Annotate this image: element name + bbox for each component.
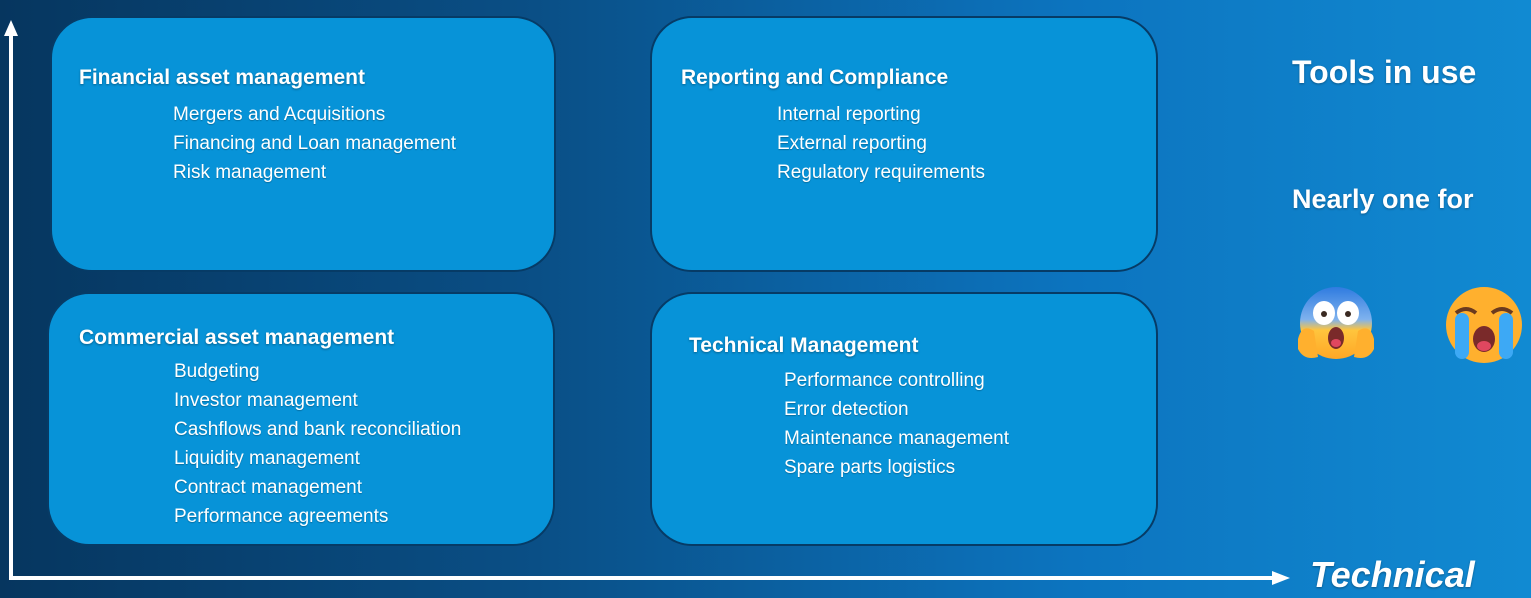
list-item: Performance agreements xyxy=(174,506,389,527)
list-item: External reporting xyxy=(777,133,927,154)
box-title: Financial asset management xyxy=(79,66,365,89)
box-items: Budgeting Investor management Cashflows … xyxy=(174,357,461,531)
list-item: Mergers and Acquisitions xyxy=(173,104,386,125)
list-item: Investor management xyxy=(174,390,358,411)
box-technical-management: Technical Management Performance control… xyxy=(650,292,1158,546)
y-axis-arrowhead-icon xyxy=(4,20,18,36)
x-axis-arrowhead-icon xyxy=(1272,571,1290,585)
list-item: Error detection xyxy=(784,399,909,420)
x-axis-label: Technical xyxy=(1310,554,1475,595)
box-title: Technical Management xyxy=(689,334,919,357)
list-item: Spare parts logistics xyxy=(784,457,956,478)
nearly-one-for-text: Nearly one for xyxy=(1292,184,1474,214)
list-item: Liquidity management xyxy=(174,448,360,469)
box-commercial-asset-management: Commercial asset management Budgeting In… xyxy=(47,292,555,546)
list-item: Performance controlling xyxy=(784,370,985,391)
list-item: Contract management xyxy=(174,477,362,498)
box-title: Reporting and Compliance xyxy=(681,66,949,89)
list-item: Maintenance management xyxy=(784,428,1009,449)
list-item: Internal reporting xyxy=(777,104,921,125)
loudly-crying-face-icon xyxy=(1446,287,1522,363)
box-financial-asset-management: Financial asset management Mergers and A… xyxy=(50,16,556,272)
list-item: Financing and Loan management xyxy=(173,133,457,154)
list-item: Cashflows and bank reconciliation xyxy=(174,419,462,440)
face-screaming-in-fear-icon xyxy=(1298,287,1374,359)
box-items: Mergers and Acquisitions Financing and L… xyxy=(173,100,456,187)
list-item: Regulatory requirements xyxy=(777,162,986,183)
list-item: Budgeting xyxy=(174,361,260,382)
box-items: Performance controlling Error detection … xyxy=(784,366,1009,482)
box-items: Internal reporting External reporting Re… xyxy=(777,100,985,187)
box-title: Commercial asset management xyxy=(79,326,395,349)
tools-in-use-heading: Tools in use xyxy=(1292,54,1477,90)
box-reporting-and-compliance: Reporting and Compliance Internal report… xyxy=(650,16,1158,272)
list-item: Risk management xyxy=(173,162,327,183)
